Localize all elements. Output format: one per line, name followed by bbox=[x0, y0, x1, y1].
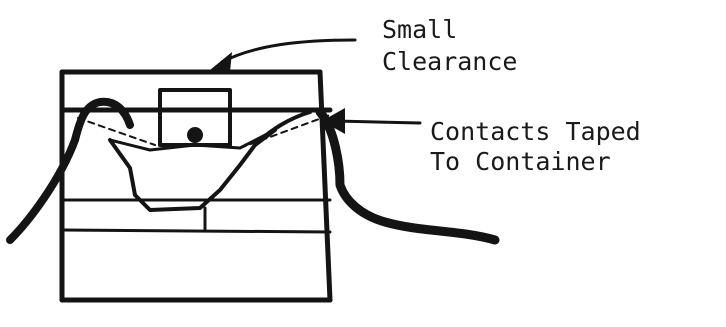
container-box bbox=[62, 72, 330, 300]
label-to-container: To Container bbox=[430, 147, 611, 176]
clearance-arrow bbox=[210, 40, 355, 72]
label-small: Small bbox=[382, 15, 457, 44]
device-block bbox=[160, 90, 230, 145]
label-clearance: Clearance bbox=[382, 47, 517, 76]
contacts-arrow bbox=[322, 108, 420, 134]
label-contacts-taped: Contacts Taped bbox=[430, 117, 641, 146]
contact-point bbox=[187, 127, 203, 143]
left-cable bbox=[10, 102, 155, 240]
